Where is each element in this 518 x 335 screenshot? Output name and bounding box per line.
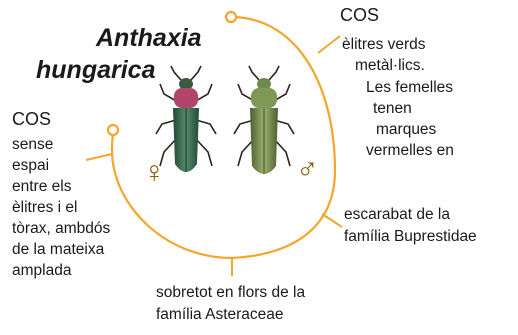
left-note-line: espai — [12, 157, 50, 174]
left-note-line: èlitres i el — [12, 199, 78, 216]
left-note-heading: COS — [12, 109, 52, 129]
species-title-line2: hungarica — [36, 56, 156, 84]
connector-arc — [110, 15, 337, 260]
female-beetle — [155, 65, 217, 172]
species-title-second: hungarica — [36, 56, 155, 85]
arc-start-marker — [224, 10, 238, 24]
flowers-note-line: família Asteraceae — [156, 306, 284, 323]
leader-right-note — [317, 35, 341, 54]
right-note-line: tenen — [373, 100, 412, 117]
left-note-line: tòrax, ambdós — [12, 220, 111, 237]
left-note-line: amplada — [12, 262, 72, 279]
left-note-line: de la mateixa — [12, 241, 105, 258]
family-note-line: escarabat de la — [344, 206, 450, 223]
male-beetle — [233, 65, 295, 174]
female-symbol-icon: ♀ — [143, 156, 166, 189]
left-note-line: sense — [12, 136, 54, 153]
right-note: COS — [336, 4, 379, 26]
right-note-line: Les femelles — [366, 79, 454, 96]
right-note-heading: COS — [340, 5, 380, 25]
flowers-note-line: sobretot en flors de la — [156, 284, 306, 301]
male-symbol-icon: ♂ — [296, 152, 319, 185]
leader-left-note — [85, 153, 113, 161]
right-note-line: marques — [376, 121, 437, 138]
species-title: Anthaxia — [96, 24, 202, 53]
right-note-line: èlitres verds — [342, 36, 426, 53]
right-note-line: metàl·lics. — [355, 57, 425, 74]
arc-end-marker — [106, 123, 120, 137]
species-title-line1: Anthaxia — [96, 24, 202, 52]
right-note-line: vermelles en — [366, 142, 454, 159]
leader-family-note — [321, 213, 343, 228]
left-note-line: entre els — [12, 178, 72, 195]
family-note-line: família Buprestidae — [344, 228, 477, 245]
